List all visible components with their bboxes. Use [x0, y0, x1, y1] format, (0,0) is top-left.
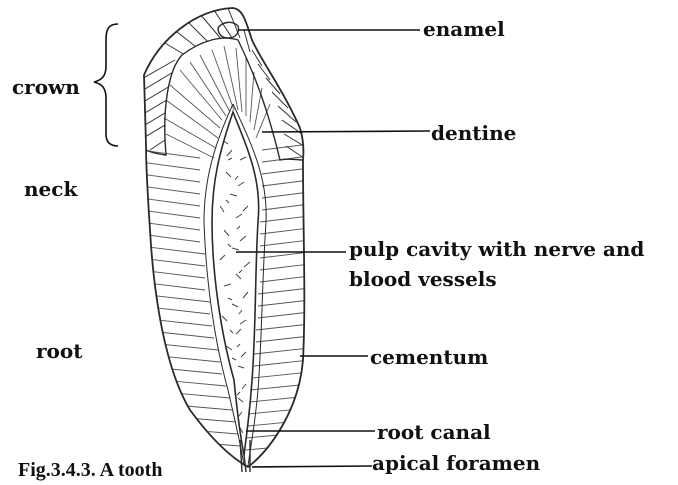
figure-caption: Fig.3.4.3. A tooth — [18, 459, 162, 482]
label-root: root — [36, 338, 82, 364]
label-crown: crown — [12, 74, 80, 100]
label-root-canal: root canal — [377, 419, 491, 445]
label-dentine: dentine — [431, 120, 516, 146]
label-cementum: cementum — [370, 344, 488, 370]
apical-foramen-leader — [252, 466, 372, 467]
label-pulp-line-2: blood vessels — [349, 267, 497, 291]
crown-bracket — [94, 24, 118, 146]
label-enamel: enamel — [423, 16, 505, 42]
pulp-cavity — [204, 104, 266, 466]
label-neck: neck — [24, 176, 77, 202]
dentine-leader — [262, 131, 430, 132]
label-pulp-line-1: pulp cavity with nerve and — [349, 237, 644, 261]
label-pulp-cavity: pulp cavity with nerve and blood vessels — [349, 234, 678, 294]
label-apical-foramen: apical foramen — [372, 450, 540, 476]
